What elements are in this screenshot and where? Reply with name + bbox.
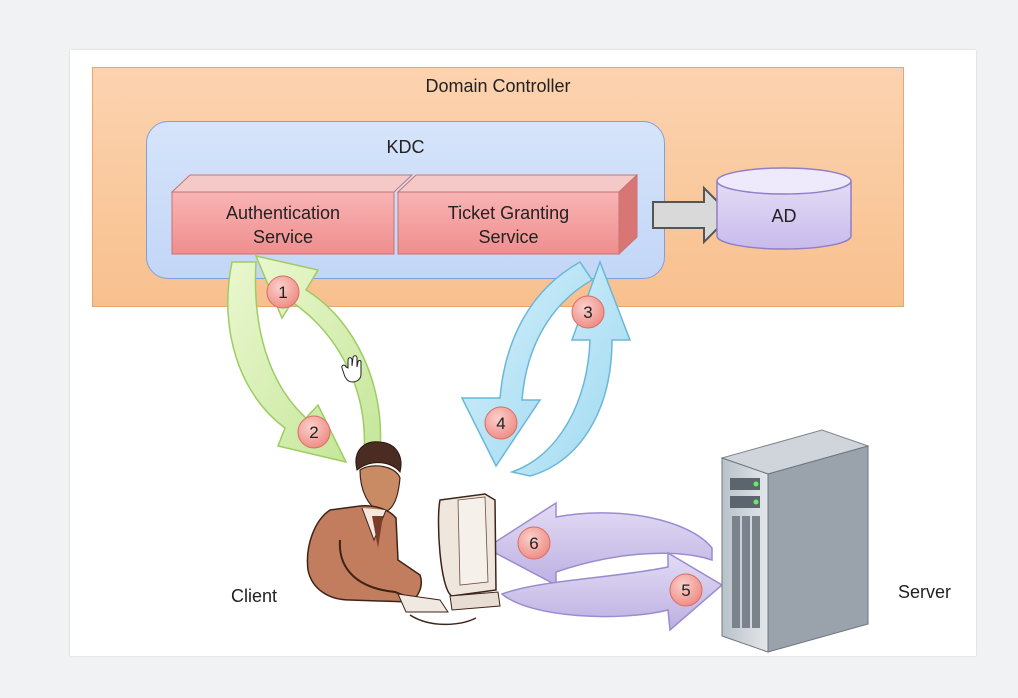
step-badge-4: 4	[484, 406, 518, 440]
client-computer-monitor	[437, 493, 501, 611]
server-exchange-arrows	[484, 501, 724, 632]
svg-text:1: 1	[278, 283, 287, 302]
server-tower-illustration	[720, 429, 870, 653]
ad-label: AD	[771, 206, 797, 226]
svg-text:4: 4	[496, 414, 505, 433]
ticket-granting-service-block	[396, 173, 639, 256]
svg-text:5: 5	[681, 581, 690, 600]
authentication-service-label: Authentication Service	[225, 203, 341, 247]
ad-database-cylinder	[716, 167, 852, 250]
kdc-label: KDC	[386, 137, 425, 157]
hand-cursor-icon	[341, 355, 362, 383]
step-badge-3: 3	[571, 295, 605, 329]
tgs-exchange-arrows	[460, 259, 632, 477]
ticket-granting-service-label: Ticket Granting Service	[447, 203, 570, 247]
client-person-illustration	[306, 441, 477, 626]
server-label: Server	[898, 582, 952, 602]
svg-text:3: 3	[583, 303, 592, 322]
step-badge-1: 1	[266, 275, 300, 309]
svg-text:2: 2	[309, 423, 318, 442]
domain-controller-label: Domain Controller	[425, 76, 571, 96]
step-badge-2: 2	[297, 415, 331, 449]
client-label: Client	[231, 586, 278, 606]
svg-text:6: 6	[529, 534, 538, 553]
step-badge-5: 5	[669, 573, 703, 607]
authentication-service-block	[170, 174, 414, 255]
step-badge-6: 6	[517, 526, 551, 560]
